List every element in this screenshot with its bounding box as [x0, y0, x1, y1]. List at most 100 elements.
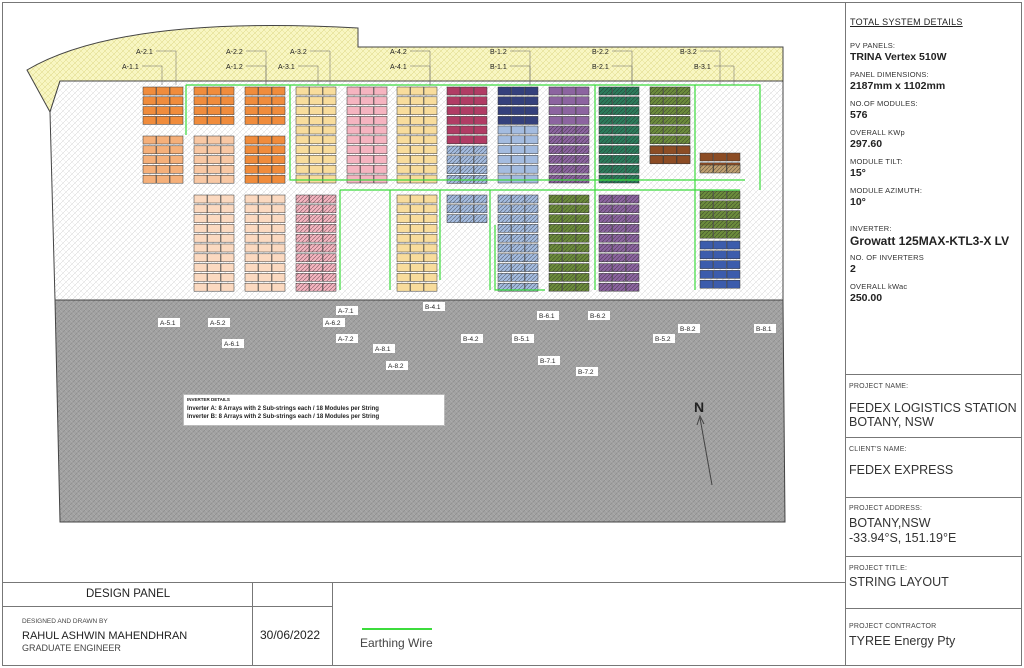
module-hatch — [323, 204, 336, 213]
project-name-label: PROJECT NAME: — [849, 383, 909, 390]
pv-module — [258, 214, 272, 223]
pv-module — [497, 174, 512, 184]
pv-module — [373, 174, 388, 184]
module-hatch — [323, 283, 336, 292]
module-hatch — [296, 214, 309, 223]
pv-module — [396, 233, 411, 243]
string-label-background — [537, 311, 559, 320]
module-hatch — [511, 283, 525, 292]
pv-module — [193, 233, 208, 243]
pv-module — [446, 125, 461, 135]
module-hatch — [576, 165, 589, 174]
pv-module — [207, 86, 221, 96]
module-hatch — [309, 224, 323, 233]
pv-module — [193, 282, 208, 292]
pv-module — [271, 135, 286, 145]
pv-module — [271, 263, 286, 272]
panel-rule — [845, 556, 1022, 557]
module-hatch — [713, 165, 727, 173]
module-hatch — [323, 195, 336, 203]
pv-module — [396, 263, 411, 272]
module-hatch — [549, 283, 562, 292]
pv-module — [497, 96, 512, 106]
module-hatch — [677, 135, 690, 144]
pv-module — [258, 86, 272, 96]
pv-module — [193, 224, 208, 233]
pv-module — [142, 86, 157, 96]
module-hatch — [296, 253, 309, 262]
module-hatch — [612, 165, 626, 174]
module-hatch — [576, 214, 589, 223]
pv-module — [346, 86, 361, 96]
pv-module — [220, 263, 235, 272]
pv-module — [511, 174, 525, 184]
pv-module — [142, 155, 157, 164]
pv-module — [460, 86, 474, 96]
module-hatch — [562, 224, 576, 233]
module-hatch — [309, 244, 323, 252]
pv-module — [524, 116, 539, 125]
pv-module — [244, 263, 259, 272]
pv-module — [410, 263, 424, 272]
pv-module — [410, 164, 424, 174]
module-hatch — [576, 204, 589, 213]
module-hatch — [525, 214, 538, 223]
string-label: B-5.2 — [655, 336, 671, 343]
pv-module — [156, 174, 170, 184]
pv-module — [156, 116, 170, 125]
pv-module — [309, 86, 323, 96]
module-hatch — [626, 263, 639, 272]
designer-role: GRADUATE ENGINEER — [22, 643, 121, 653]
module-hatch — [576, 195, 589, 203]
module-hatch — [460, 214, 474, 223]
module-hatch — [576, 263, 589, 272]
module-hatch — [599, 175, 612, 183]
pv-module — [423, 243, 438, 253]
pv-module — [207, 174, 221, 184]
module-hatch — [460, 155, 474, 164]
module-hatch — [525, 283, 538, 292]
pv-module — [511, 125, 525, 135]
module-hatch — [511, 195, 525, 203]
module-hatch — [525, 234, 538, 243]
contractor-name: TYREE Energy Pty — [849, 634, 956, 648]
module-hatch — [474, 214, 487, 223]
pv-module — [207, 165, 221, 174]
pv-module — [396, 224, 411, 233]
pv-module — [460, 116, 474, 125]
pv-module — [258, 145, 272, 155]
system-detail-value: Growatt 125MAX-KTL3-X LV — [850, 234, 1010, 248]
pv-module — [548, 86, 563, 96]
module-hatch — [460, 195, 474, 203]
pv-module — [473, 116, 488, 125]
string-label: A-8.2 — [388, 363, 404, 370]
module-hatch — [626, 244, 639, 252]
titleblock-rule — [2, 582, 845, 583]
string-label-background — [653, 334, 675, 343]
pv-module — [244, 282, 259, 292]
pv-module — [271, 174, 286, 184]
system-detail-label: MODULE AZIMUTH: — [850, 186, 923, 195]
module-hatch — [498, 195, 511, 203]
pv-module — [713, 279, 727, 289]
module-hatch — [599, 224, 612, 233]
module-hatch — [576, 283, 589, 292]
module-hatch — [525, 273, 538, 282]
pv-module — [524, 125, 539, 135]
system-detail-value: 2187mm x 1102mm — [850, 80, 946, 92]
pv-module — [322, 174, 337, 184]
pv-module — [244, 86, 259, 96]
pv-module — [258, 116, 272, 125]
pv-module — [193, 263, 208, 272]
pv-module — [410, 116, 424, 125]
pv-module — [423, 96, 438, 106]
pv-module — [193, 135, 208, 145]
pv-module — [295, 135, 310, 145]
pv-module — [258, 263, 272, 272]
module-hatch — [626, 145, 639, 154]
pv-module — [511, 145, 525, 154]
module-hatch — [700, 210, 713, 219]
pv-module — [562, 96, 576, 106]
pv-module — [497, 86, 512, 96]
